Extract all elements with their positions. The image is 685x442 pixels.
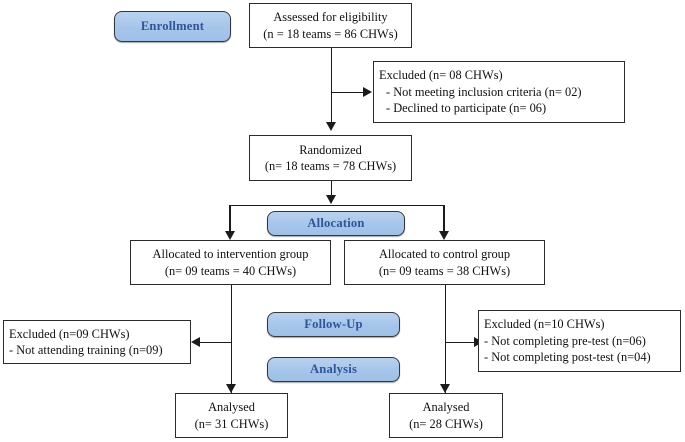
arrowhead-allocated-control — [439, 231, 449, 240]
connector-to-excluded-screening — [331, 91, 366, 94]
node-excluded-screening-line-2: - Not meeting inclusion criteria (n= 02) — [386, 84, 582, 99]
connector-intervention-to-analysed — [230, 285, 233, 393]
node-analysed-intervention-line-1: Analysed — [208, 400, 255, 415]
node-analysed-intervention: Analysed (n= 31 CHWs) — [175, 393, 288, 438]
node-excluded-intervention: Excluded (n=09 CHWs) - Not attending tra… — [3, 320, 191, 364]
connector-bus-to-intervention — [229, 205, 231, 237]
arrowhead-randomized-in — [326, 122, 336, 131]
arrowhead-allocation-split — [326, 195, 336, 204]
node-excluded-control-line-2: - Not completing pre-test (n=06) — [484, 333, 646, 348]
node-analysed-intervention-line-2: (n= 31 CHWs) — [194, 416, 269, 431]
node-excluded-screening-line-3: - Declined to participate (n= 06) — [386, 101, 547, 116]
stage-badge-analysis-label: Analysis — [309, 362, 358, 376]
node-excluded-control-line-3: - Not completing post-test (n=04) — [484, 350, 651, 365]
node-excluded-control-line-1: Excluded (n=10 CHWs) — [484, 317, 605, 332]
node-allocated-intervention: Allocated to intervention group (n= 09 t… — [130, 240, 331, 285]
node-excluded-intervention-line-1: Excluded (n=09 CHWs) — [9, 326, 130, 341]
stage-badge-analysis[interactable]: Analysis — [267, 357, 400, 382]
connector-allocation-bus — [229, 204, 444, 207]
arrowhead-allocated-intervention — [225, 231, 235, 240]
node-assessed-line-2: (n = 18 teams = 86 CHWs) — [263, 26, 398, 41]
node-excluded-control: Excluded (n=10 CHWs) - Not completing pr… — [478, 310, 681, 372]
node-allocated-intervention-line-1: Allocated to intervention group — [152, 247, 309, 262]
arrowhead-analysed-control — [440, 384, 450, 393]
arrowhead-analysed-intervention — [226, 384, 236, 393]
connector-randomized-down — [330, 181, 333, 203]
node-analysed-control-line-1: Analysed — [422, 400, 470, 415]
node-randomized-line-1: Randomized — [299, 142, 362, 157]
connector-assessed-to-randomized — [330, 48, 333, 128]
stage-badge-enrollment-label: Enrollment — [140, 19, 205, 33]
stage-badge-followup-label: Follow-Up — [304, 317, 363, 331]
node-excluded-screening-line-1: Excluded (n= 08 CHWs) — [379, 68, 503, 83]
node-randomized-line-2: (n= 18 teams = 78 CHWs) — [264, 159, 397, 173]
stage-badge-enrollment[interactable]: Enrollment — [114, 11, 231, 42]
arrowhead-excluded-intervention — [191, 337, 200, 347]
connector-to-excluded-control — [445, 341, 478, 344]
node-allocated-intervention-line-2: (n= 09 teams = 40 CHWs) — [164, 263, 297, 278]
node-allocated-control-line-1: Allocated to control group — [378, 247, 511, 262]
connector-control-to-analysed — [444, 285, 447, 393]
node-analysed-control: Analysed (n= 28 CHWs) — [389, 393, 503, 438]
connector-bus-to-control — [443, 205, 445, 237]
connector-to-excluded-intervention — [196, 341, 231, 344]
node-assessed-line-1: Assessed for eligibility — [273, 10, 388, 25]
node-allocated-control-line-2: (n= 09 teams = 38 CHWs) — [378, 263, 511, 278]
node-excluded-intervention-line-2: - Not attending training (n=09) — [9, 343, 163, 357]
node-analysed-control-line-2: (n= 28 CHWs) — [409, 416, 483, 431]
stage-badge-allocation[interactable]: Allocation — [267, 211, 405, 236]
node-randomized: Randomized (n= 18 teams = 78 CHWs) — [249, 135, 412, 181]
node-assessed-for-eligibility: Assessed for eligibility (n = 18 teams =… — [249, 3, 412, 48]
stage-badge-followup[interactable]: Follow-Up — [267, 312, 400, 337]
node-excluded-screening: Excluded (n= 08 CHWs) - Not meeting incl… — [373, 61, 625, 123]
arrowhead-excluded-screening — [363, 87, 372, 97]
node-allocated-control: Allocated to control group (n= 09 teams … — [344, 240, 545, 285]
stage-badge-allocation-label: Allocation — [307, 216, 365, 230]
